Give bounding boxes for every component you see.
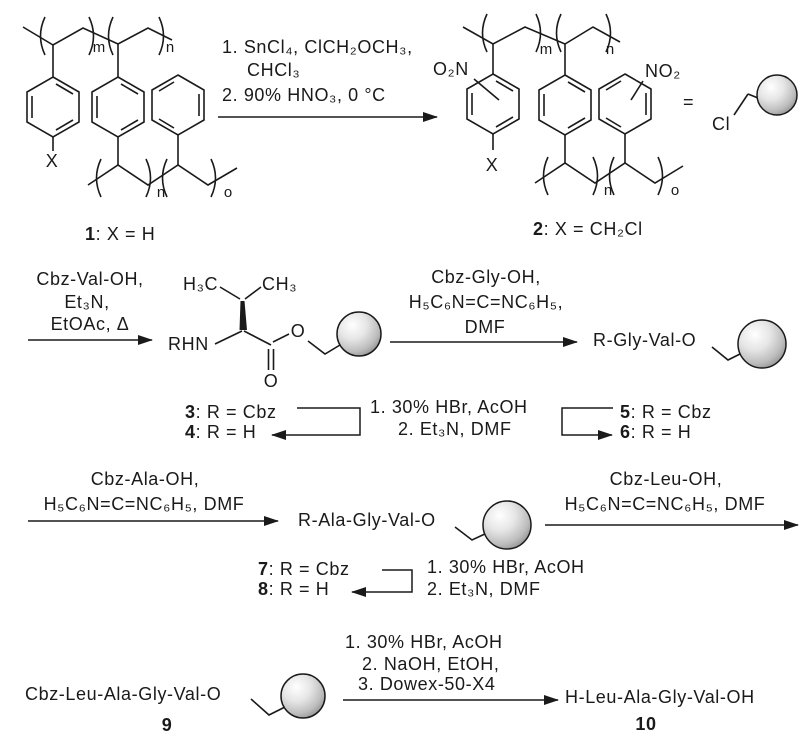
compound-3-definition: : R = Cbz — [195, 402, 277, 422]
polymer2-subscript-n-top: n — [605, 41, 615, 58]
deprotection-78-conditions-line1: 1. 30% HBr, AcOH — [427, 557, 585, 577]
polymer2-subscript-o: o — [670, 182, 680, 199]
deprotection-78-conditions-line2: 2. Et₃N, DMF — [427, 579, 541, 599]
compound-1-number: 1 — [85, 224, 96, 244]
compound-4-definition: : R = H — [195, 422, 257, 442]
valine-ester-o-label: O — [290, 321, 306, 341]
compound-2-number: 2 — [533, 219, 544, 239]
resin-bead — [482, 500, 532, 550]
nitration-conditions-line2: CHCl₃ — [247, 60, 301, 80]
bracket-3-to-4 — [271, 407, 361, 440]
deprotection-mid-conditions-line2: 2. Et₃N, DMF — [398, 419, 512, 439]
valine-rhn-label: RHN — [168, 334, 209, 354]
compound-3-number: 3 — [185, 402, 196, 422]
gly-coupling-conditions-line3: DMF — [464, 317, 506, 337]
compound-10-text: H-Leu-Ala-Gly-Val-OH — [565, 687, 755, 707]
valine-carbonyl-o-label: O — [263, 371, 279, 391]
leu-coupling-conditions-line2: H₅C₆N=C=NC₆H₅, DMF — [564, 494, 766, 514]
valine-h3c-label: H₃C — [183, 274, 219, 294]
compound-6-number: 6 — [620, 422, 631, 442]
cleavage-conditions-line2: 2. NaOH, EtOH, — [362, 654, 500, 674]
stereo-wedge-bond — [239, 301, 247, 330]
polymer2-x-atom: X — [485, 155, 499, 175]
compound-7-definition: : R = Cbz — [268, 559, 350, 579]
valine-ester-structure — [214, 286, 382, 370]
ala-gly-val-product-text: R-Ala-Gly-Val-O — [298, 510, 436, 530]
polymer2-no2-group: NO₂ — [645, 61, 681, 81]
val-coupling-conditions-line3: EtOAc, Δ — [50, 314, 130, 334]
compound-8-definition: : R = H — [268, 579, 330, 599]
polymer1-subscript-m: m — [92, 39, 106, 56]
compound-6-label: 6: R = H — [620, 423, 691, 441]
compound-9-bead — [250, 673, 326, 719]
deprotection-mid-conditions-line1: 1. 30% HBr, AcOH — [370, 397, 528, 417]
compound-4-label: 4: R = H — [185, 423, 256, 441]
cl-atom-label: Cl — [712, 114, 731, 134]
gly-val-bead — [711, 319, 787, 369]
gly-coupling-conditions-line2: H₅C₆N=C=NC₆H₅, — [408, 292, 564, 312]
compound-9-text: Cbz-Leu-Ala-Gly-Val-O — [25, 684, 222, 704]
polymer1-subscript-n-top: n — [165, 39, 175, 56]
bracket-5-to-6 — [561, 407, 613, 440]
polymer2-subscript-m: m — [539, 41, 553, 58]
compound-3-label: 3: R = Cbz — [185, 403, 277, 421]
compound-6-definition: : R = H — [630, 422, 692, 442]
compound-2-definition: : X = CH₂Cl — [543, 219, 643, 239]
compound-9-number: 9 — [161, 715, 173, 735]
ala-coupling-conditions-line2: H₅C₆N=C=NC₆H₅, DMF — [43, 494, 245, 514]
compound-5-label: 5: R = Cbz — [620, 403, 712, 421]
gly-val-product-text: R-Gly-Val-O — [593, 330, 697, 350]
polymer2-subscript-n-bottom: n — [603, 182, 613, 199]
resin-bead — [336, 311, 382, 357]
compound-4-number: 4 — [185, 422, 196, 442]
resin-bead — [756, 74, 798, 116]
valine-ch3-label: CH₃ — [262, 274, 298, 294]
compound-1-label: 1: X = H — [85, 225, 155, 243]
compound-10-number: 10 — [635, 714, 657, 734]
compound-7-label: 7: R = Cbz — [258, 560, 350, 578]
compound-7-number: 7 — [258, 559, 269, 579]
cleavage-conditions-line1: 1. 30% HBr, AcOH — [345, 632, 503, 652]
ala-gly-val-bead — [454, 500, 532, 550]
polymer-1-structure — [22, 16, 238, 198]
compound-2-label: 2: X = CH₂Cl — [533, 220, 643, 238]
nitration-conditions-line3: 2. 90% HNO₃, 0 °C — [222, 85, 386, 105]
polymer1-subscript-n-bottom: n — [156, 184, 166, 201]
polymer-2-structure — [462, 13, 684, 196]
compound-8-label: 8: R = H — [258, 580, 329, 598]
compound-1-definition: : X = H — [95, 224, 156, 244]
compound-8-number: 8 — [258, 579, 269, 599]
compound-5-number: 5 — [620, 402, 631, 422]
bead-definition — [733, 74, 798, 116]
reaction-arrows — [28, 112, 799, 705]
gly-coupling-conditions-line1: Cbz-Gly-OH, — [431, 267, 541, 287]
polymer2-o2n-group: O₂N — [433, 59, 469, 79]
leu-coupling-conditions-line1: Cbz-Leu-OH, — [609, 469, 723, 489]
compound-5-definition: : R = Cbz — [630, 402, 712, 422]
polymer1-x-atom: X — [45, 151, 59, 171]
bracket-7-to-8 — [351, 569, 413, 597]
polymer1-subscript-o: o — [223, 184, 233, 201]
resin-bead — [737, 319, 787, 369]
equals-sign: = — [683, 92, 695, 112]
cleavage-conditions-line3: 3. Dowex-50-X4 — [358, 674, 496, 694]
val-coupling-conditions-line2: Et₃N, — [64, 292, 110, 312]
val-coupling-conditions-line1: Cbz-Val-OH, — [36, 269, 144, 289]
resin-bead — [280, 673, 326, 719]
ala-coupling-conditions-line1: Cbz-Ala-OH, — [90, 469, 200, 489]
nitration-conditions-line1: 1. SnCl₄, ClCH₂OCH₃, — [222, 37, 413, 57]
